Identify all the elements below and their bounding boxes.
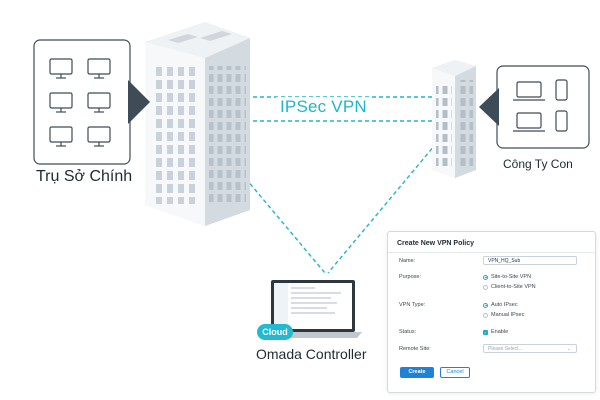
- subsidiary-device-panel: [479, 65, 590, 149]
- remote-site-select[interactable]: Please Select... ⌄: [483, 344, 577, 353]
- form-divider: [388, 252, 595, 253]
- desktop-icon: [87, 92, 111, 113]
- status-label: Status:: [399, 329, 417, 335]
- radio-icon: [483, 284, 488, 290]
- checkmark-icon: ✓: [483, 329, 488, 335]
- phone-icon: [555, 79, 568, 101]
- phone-icon: [555, 110, 568, 132]
- cancel-button[interactable]: Cancel: [440, 367, 470, 378]
- desktop-icon: [49, 92, 73, 113]
- purpose-option-client-to-site[interactable]: Client-to-Site VPN: [483, 284, 536, 290]
- checkbox-label: Enable: [491, 329, 509, 335]
- purpose-option-site-to-site[interactable]: Site-to-Site VPN: [483, 274, 531, 280]
- desktop-icon: [87, 126, 111, 147]
- sub-to-controller-line: [327, 126, 451, 274]
- create-button[interactable]: Create: [400, 367, 434, 378]
- radio-selected-icon: [483, 302, 488, 308]
- hq-label: Trụ Sở Chính: [36, 168, 133, 185]
- option-label: Auto IPsec: [491, 302, 518, 308]
- ipsec-vpn-label: IPSec VPN: [276, 97, 371, 117]
- cloud-badge: Cloud: [257, 324, 293, 340]
- option-label: Client-to-Site VPN: [491, 284, 536, 290]
- select-placeholder: Please Select...: [488, 346, 523, 352]
- option-label: Site-to-Site VPN: [491, 274, 532, 280]
- laptop-icon: [513, 81, 545, 101]
- radio-icon: [483, 312, 488, 318]
- subsidiary-label: Công Ty Con: [503, 157, 573, 171]
- vpn-policy-form: Create New VPN Policy Name: VPN_HQ_Sub P…: [387, 231, 596, 393]
- hq-device-panel: [33, 39, 150, 165]
- name-label: Name:: [399, 258, 416, 264]
- subsidiary-building: [432, 60, 476, 178]
- desktop-icon: [49, 58, 73, 79]
- chevron-down-icon: ⌄: [566, 346, 571, 352]
- radio-selected-icon: [483, 274, 488, 280]
- name-input[interactable]: VPN_HQ_Sub: [483, 256, 577, 265]
- laptop-icon: [513, 112, 545, 132]
- purpose-label: Purpose:: [399, 274, 422, 280]
- status-enable-checkbox[interactable]: ✓ Enable: [483, 329, 508, 335]
- hq-building: [145, 22, 250, 226]
- vpn-type-option-auto[interactable]: Auto IPsec: [483, 302, 518, 308]
- vpn-type-option-manual[interactable]: Manual IPsec: [483, 312, 524, 318]
- vpn-type-label: VPN Type:: [399, 302, 426, 308]
- remote-site-label: Remote Site:: [399, 346, 431, 352]
- desktop-icon: [87, 58, 111, 79]
- hq-desktop-icons: [49, 58, 111, 147]
- desktop-icon: [49, 126, 73, 147]
- controller-label: Omada Controller: [256, 346, 367, 362]
- form-title: Create New VPN Policy: [397, 240, 475, 247]
- option-label: Manual IPsec: [491, 312, 525, 318]
